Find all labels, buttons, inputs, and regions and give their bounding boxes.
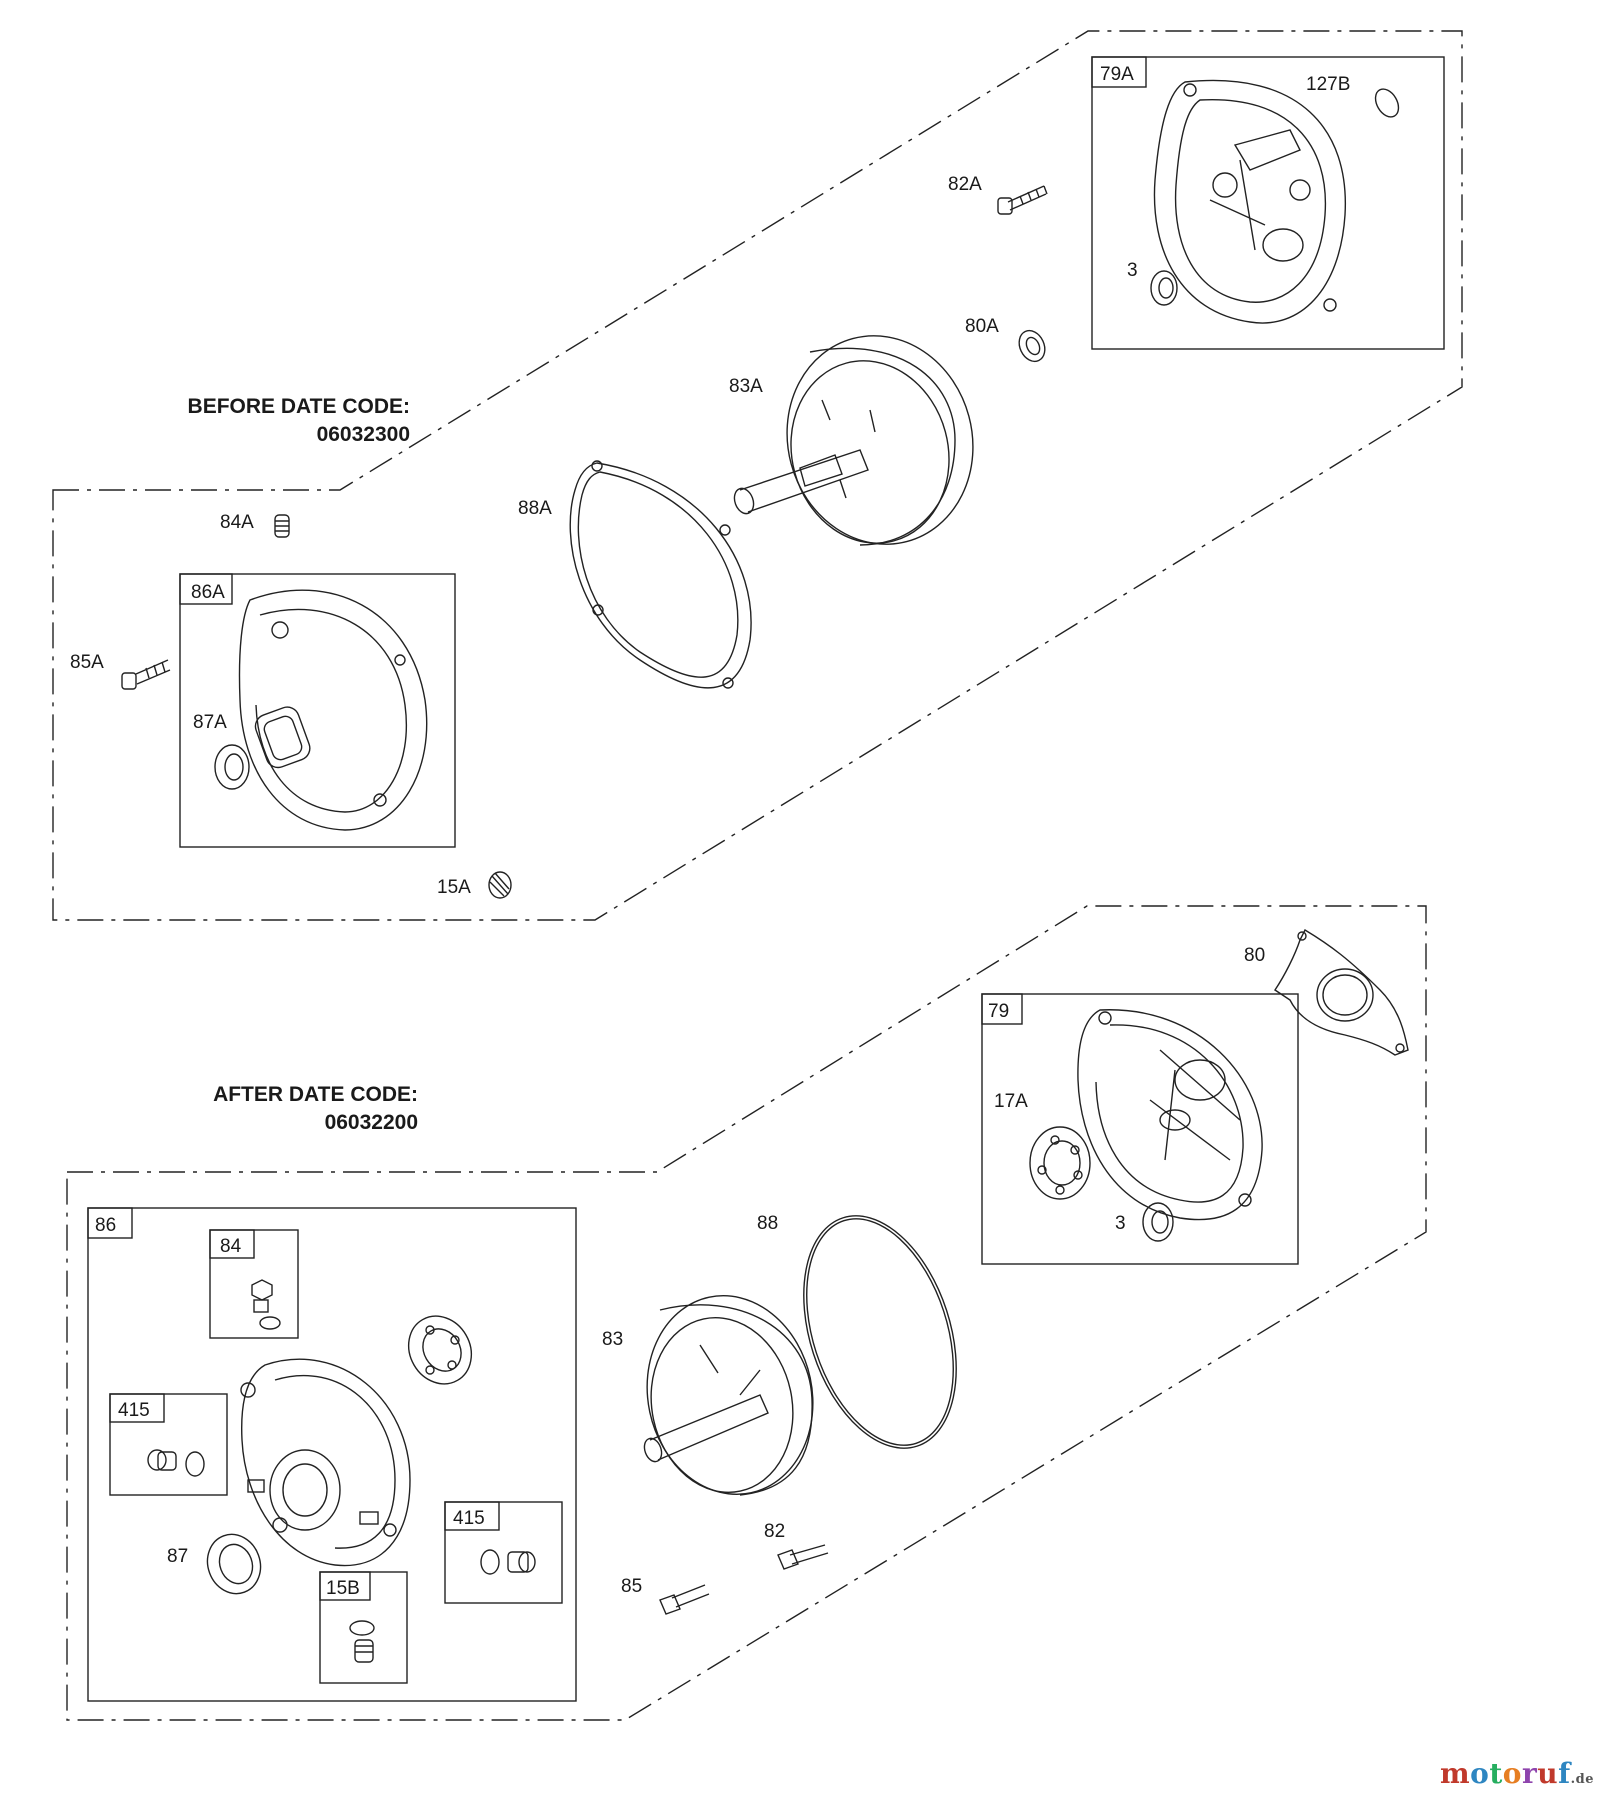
box-415-left-tag (109, 1393, 165, 1423)
part-85A-bolt (121, 659, 171, 690)
label-15A: 15A (437, 877, 471, 898)
box-84-tag (209, 1229, 255, 1259)
part-15A-plug (488, 871, 512, 899)
after-code: 06032200 (325, 1111, 418, 1134)
part-3-seal-top (1150, 270, 1178, 306)
box-79A (1091, 56, 1445, 350)
part-84A-plug (274, 514, 290, 538)
box-86A (179, 573, 456, 848)
part-127B-plug (1374, 88, 1400, 118)
part-79-cover (1077, 1009, 1263, 1221)
part-85-bolt (659, 1584, 710, 1615)
label-84: 84 (220, 1236, 242, 1257)
part-79A-cover (1153, 79, 1347, 324)
part-83-rotor (643, 1295, 814, 1496)
part-86A-cover (238, 589, 428, 831)
label-80: 80 (1244, 945, 1265, 966)
label-79: 79 (988, 1001, 1009, 1022)
before-heading: BEFORE DATE CODE: (188, 395, 410, 418)
part-17A-bearing (1029, 1126, 1091, 1200)
label-3-top: 3 (1127, 260, 1138, 281)
box-15B-tag (319, 1571, 371, 1601)
box-79 (981, 993, 1299, 1265)
label-80A: 80A (965, 316, 999, 337)
box-415-right (444, 1501, 563, 1604)
part-3-seal-bottom (1142, 1202, 1174, 1242)
box-79-tag (981, 993, 1023, 1025)
label-82: 82 (764, 1521, 785, 1542)
label-82A: 82A (948, 174, 982, 195)
before-code: 06032300 (317, 423, 410, 446)
part-415-right-plug (480, 1549, 536, 1575)
part-87-seal (206, 1533, 262, 1595)
label-87A: 87A (193, 712, 227, 733)
part-83A-rotor (733, 335, 974, 546)
before-group-outline (52, 30, 1463, 921)
part-415-left-plug (147, 1449, 205, 1477)
label-127B: 127B (1306, 74, 1350, 95)
label-88A: 88A (518, 498, 552, 519)
watermark-logo: motoruf.de (1439, 1757, 1594, 1790)
label-79A: 79A (1100, 64, 1134, 85)
after-heading: AFTER DATE CODE: (213, 1083, 418, 1106)
label-3-bottom: 3 (1115, 1213, 1126, 1234)
label-86A: 86A (191, 582, 225, 603)
label-83: 83 (602, 1329, 623, 1350)
part-84-plug (251, 1279, 281, 1330)
part-82A-screw (997, 185, 1048, 215)
part-80-gasket (1274, 929, 1409, 1056)
box-415-left (109, 1393, 228, 1496)
box-79A-tag (1091, 56, 1147, 88)
part-82-bolt (777, 1544, 829, 1570)
part-15B-plug (349, 1620, 375, 1663)
box-86-tag (87, 1207, 133, 1239)
label-85: 85 (621, 1576, 642, 1597)
part-88A-gasket (569, 460, 752, 689)
label-15B: 15B (326, 1578, 360, 1599)
box-86 (87, 1207, 577, 1702)
part-87A-seal (214, 744, 250, 790)
label-17A: 17A (994, 1091, 1028, 1112)
box-86A-tag (179, 573, 233, 605)
label-88: 88 (757, 1213, 778, 1234)
part-80A-washer (1018, 329, 1046, 363)
label-87: 87 (167, 1546, 188, 1567)
label-85A: 85A (70, 652, 104, 673)
box-415-right-tag (444, 1501, 500, 1531)
label-83A: 83A (729, 376, 763, 397)
label-86: 86 (95, 1215, 116, 1236)
label-415-left: 415 (118, 1400, 150, 1421)
label-415-right: 415 (453, 1508, 485, 1529)
part-86-cover (240, 1358, 411, 1567)
part-88-oring (803, 1215, 957, 1449)
after-group-outline (66, 905, 1427, 1721)
part-86-bearing (407, 1315, 473, 1385)
label-84A: 84A (220, 512, 254, 533)
